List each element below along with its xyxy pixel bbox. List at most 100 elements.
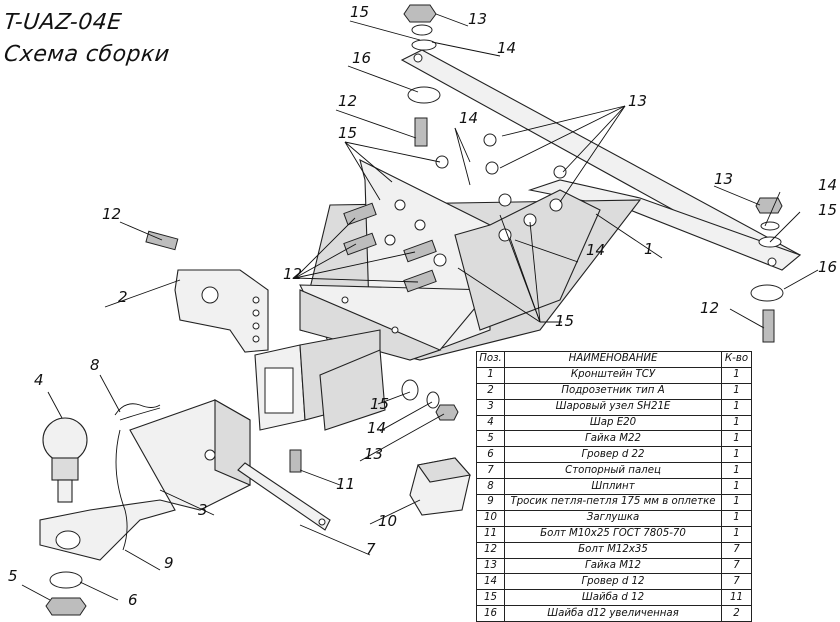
cell-name: Гровер d 12 <box>504 573 722 591</box>
callout-8: 8 <box>90 356 100 374</box>
cell-name: Кронштейн ТСУ <box>504 366 722 384</box>
callout-14: 14 <box>818 176 837 194</box>
callout-6: 6 <box>128 591 138 609</box>
cell-name: Шайба d12 увеличенная <box>504 605 722 622</box>
callout-1: 1 <box>644 240 654 258</box>
cell-name: Шплинт <box>504 478 722 496</box>
leader-lines <box>21 13 819 601</box>
receiver-tube <box>254 329 386 431</box>
cell-qty: 1 <box>721 398 752 416</box>
cell-pos: 6 <box>476 446 505 464</box>
cell-qty: 7 <box>721 541 752 559</box>
cell-pos: 11 <box>476 525 505 543</box>
callout-9: 9 <box>164 554 174 572</box>
cell-qty: 1 <box>721 494 752 511</box>
callout-13: 13 <box>468 10 487 28</box>
cell-qty: 1 <box>721 478 752 496</box>
callout-15: 15 <box>338 124 357 142</box>
locking-pin <box>237 462 331 531</box>
cell-qty: 1 <box>721 414 752 432</box>
cell-qty: 1 <box>721 525 752 543</box>
cell-pos: 12 <box>476 541 505 559</box>
cell-name: Стопорный палец <box>504 462 722 480</box>
cell-pos: 9 <box>476 494 505 511</box>
callout-15: 15 <box>370 395 389 413</box>
cell-qty: 7 <box>721 573 752 591</box>
callout-12: 12 <box>700 299 719 317</box>
cell-qty: 1 <box>721 462 752 480</box>
parts-table-header: Поз. НАИМЕНОВАНИЕ К-во <box>476 351 752 368</box>
cell-pos: 3 <box>476 398 505 416</box>
callout-12: 12 <box>102 205 121 223</box>
cell-qty: 11 <box>721 589 752 607</box>
callout-3: 3 <box>198 501 208 519</box>
ball-nut-and-washer <box>45 571 87 616</box>
cell-qty: 7 <box>721 557 752 575</box>
cell-qty: 1 <box>721 430 752 448</box>
socket-bracket <box>174 269 269 353</box>
cell-pos: 16 <box>476 605 505 622</box>
cell-name: Тросик петля-петля 175 мм в оплетке <box>504 494 722 511</box>
cell-qty: 1 <box>721 509 752 527</box>
cotter-pin-and-cable <box>114 403 161 551</box>
callout-15: 15 <box>555 312 574 330</box>
callout-12: 12 <box>283 265 302 283</box>
cell-qty: 2 <box>721 605 752 622</box>
cell-pos: 13 <box>476 557 505 575</box>
callout-2: 2 <box>118 288 128 306</box>
frame-bolts <box>145 117 775 473</box>
callout-16: 16 <box>352 49 371 67</box>
callout-14: 14 <box>459 109 478 127</box>
cell-name: Гайка М12 <box>504 557 722 575</box>
cell-pos: 7 <box>476 462 505 480</box>
cell-qty: 1 <box>721 446 752 464</box>
cell-name: Шаровый узел SH21E <box>504 398 722 416</box>
cell-name: Шайба d 12 <box>504 589 722 607</box>
callout-labels: 15 13 14 16 12 13 14 15 12 13 14 15 1 2 … <box>8 3 837 609</box>
header-pos: Поз. <box>476 351 505 368</box>
cell-pos: 4 <box>476 414 505 432</box>
callout-11: 11 <box>336 475 355 493</box>
cell-pos: 1 <box>476 366 505 384</box>
cell-name: Шар E20 <box>504 414 722 432</box>
callout-15: 15 <box>350 3 369 21</box>
cell-name: Гайка М22 <box>504 430 722 448</box>
cell-qty: 1 <box>721 382 752 400</box>
cell-name: Гровер d 22 <box>504 446 722 464</box>
callout-7: 7 <box>366 540 376 558</box>
cell-name: Болт М12х35 <box>504 541 722 559</box>
callout-10: 10 <box>378 512 397 530</box>
cell-name: Подрозетник тип А <box>504 382 722 400</box>
callout-5: 5 <box>8 567 18 585</box>
cell-pos: 5 <box>476 430 505 448</box>
callout-13: 13 <box>628 92 647 110</box>
fasteners <box>401 4 784 421</box>
header-name: НАИМЕНОВАНИЕ <box>504 351 722 368</box>
callout-14: 14 <box>367 419 386 437</box>
callout-16: 16 <box>818 258 837 276</box>
cell-name: Заглушка <box>504 509 722 527</box>
cell-pos: 8 <box>476 478 505 496</box>
ball-mount <box>39 399 251 561</box>
callout-14: 14 <box>586 241 605 259</box>
callout-14: 14 <box>497 39 516 57</box>
cell-name: Болт М10х25 ГОСТ 7805-70 <box>504 525 722 543</box>
main-frame <box>299 158 642 361</box>
